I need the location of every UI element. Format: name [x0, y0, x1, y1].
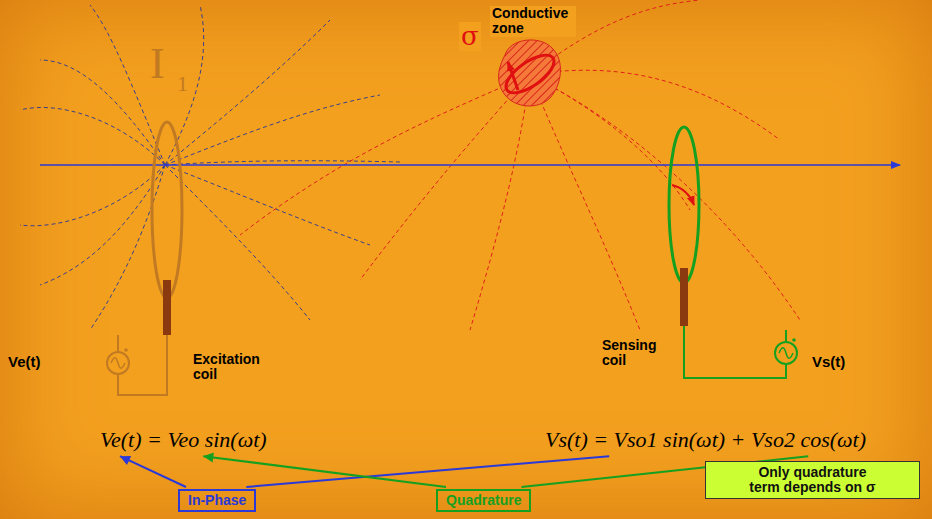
conductive-zone	[499, 40, 561, 106]
leader-line	[203, 456, 446, 487]
note-box: Only quadrature term depends on σ	[705, 461, 920, 499]
sensing-equation: Vs(t) = Vso1 sin(ωt) + Vso2 cos(ωt)	[545, 428, 866, 452]
leader-line	[120, 456, 186, 487]
eddy-current-arrow	[508, 62, 518, 90]
excitation-coil	[107, 122, 182, 395]
leader-arrowhead	[203, 452, 214, 462]
signal-name: Vs(t)	[812, 354, 845, 371]
box-text: Only quadrature term depends on σ	[742, 465, 883, 495]
leader-line	[246, 456, 609, 487]
sensing-coil	[669, 127, 797, 378]
signal-name: Ve(t)	[8, 354, 41, 371]
leader-arrowhead	[120, 456, 131, 465]
field-lines	[20, 5, 400, 330]
axis-line	[40, 164, 900, 166]
conductivity-symbol: σ	[459, 22, 481, 51]
box-text: In-Phase	[188, 492, 246, 509]
in-phase-box: In-Phase	[178, 489, 256, 512]
excitation-equation: Ve(t) = Veo sin(ωt)	[100, 428, 267, 452]
eddy-current-loop	[500, 48, 560, 100]
induced-field-arrow	[672, 185, 694, 205]
zone-label: Conductive zone	[490, 6, 576, 37]
quadrature-box: Quadrature	[436, 489, 531, 512]
coil-label: Sensing coil	[602, 338, 668, 369]
coil-label: Excitation coil	[193, 352, 265, 383]
current-subscript: 1	[177, 72, 188, 96]
box-text: Quadrature	[446, 492, 521, 509]
current-symbol: I	[150, 40, 165, 88]
